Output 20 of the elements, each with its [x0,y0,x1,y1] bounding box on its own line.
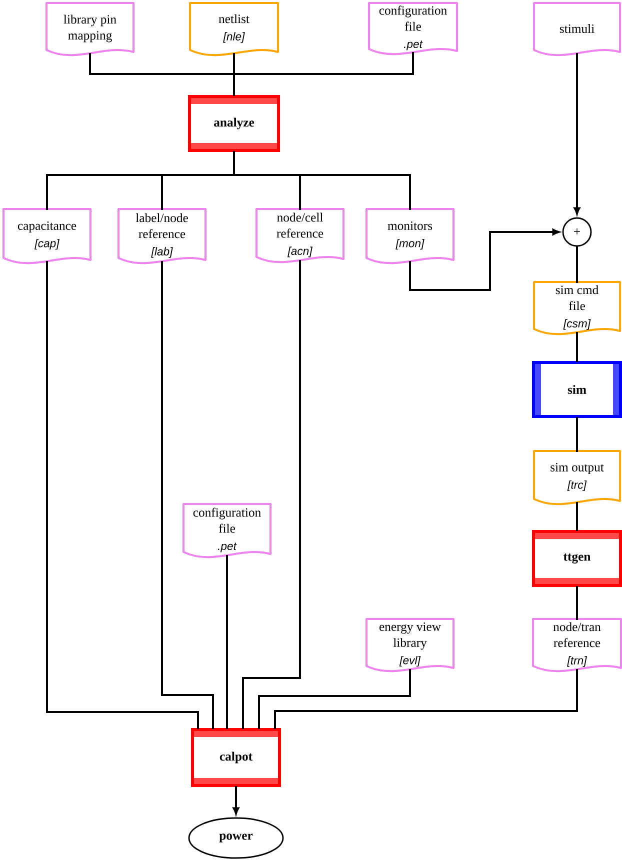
connector-line [161,261,214,729]
arrow [409,228,560,291]
connector-line [46,261,199,729]
connector-line [89,52,414,96]
arrow [232,786,240,814]
connector-line [576,417,578,452]
connector-line [576,586,578,620]
connector-line [576,502,578,531]
process-box: analyze [188,95,280,152]
process-box: sim [532,361,622,418]
process-box: calpot [191,728,281,787]
connector-line [226,555,228,729]
arrow [574,53,580,214]
connector-line [46,151,411,210]
process-box: ttgen [532,530,622,587]
connector-line [274,669,578,729]
connector-line [258,669,411,729]
connector-line [576,332,578,362]
connector-line [242,260,301,729]
connector-line [576,246,578,283]
